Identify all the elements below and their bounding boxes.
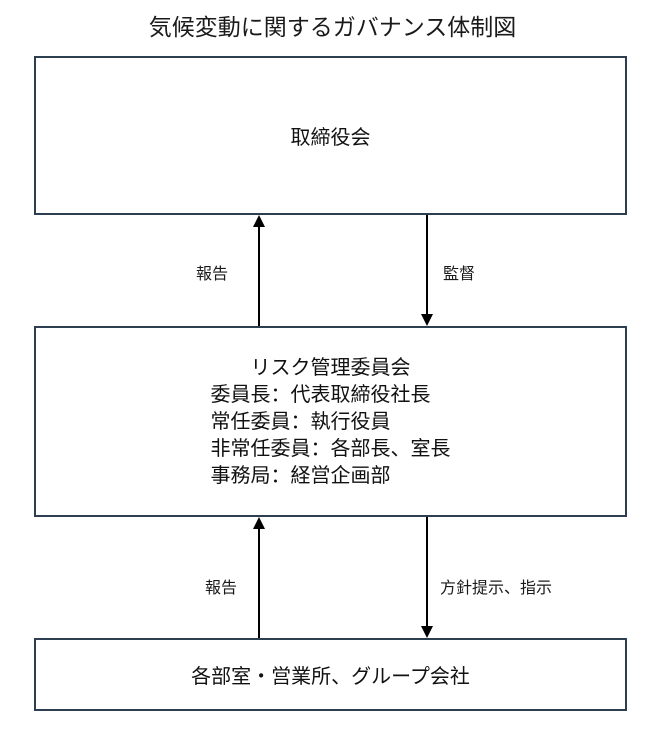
risk-committee-line: 常任委員：執行役員 — [210, 409, 391, 433]
board-of-directors-box: 取締役会 — [34, 56, 627, 215]
risk-committee-line: 委員長：代表取締役社長 — [210, 382, 431, 406]
policy-arrow-down — [426, 517, 428, 627]
arrowhead-up-icon — [253, 517, 265, 529]
board-label: 取締役会 — [290, 125, 371, 149]
departments-group-box: 各部室・営業所、グループ会社 — [34, 638, 627, 711]
arrowhead-down-icon — [421, 314, 433, 326]
risk-committee-line: 非常任委員：各部長、室長 — [210, 436, 451, 460]
diagram-title: 気候変動に関するガバナンス体制図 — [148, 15, 517, 41]
arrowhead-up-icon — [253, 215, 265, 227]
arrowhead-down-icon — [421, 626, 433, 638]
policy-instruction-label: 方針提示、指示 — [440, 578, 553, 597]
supervise-label: 監督 — [443, 264, 476, 283]
report-arrow-up-1 — [258, 226, 260, 326]
supervise-arrow-down — [426, 215, 428, 315]
report-label-1: 報告 — [196, 264, 229, 283]
risk-committee-box: リスク管理委員会 委員長：代表取締役社長 常任委員：執行役員 非常任委員：各部長… — [34, 326, 627, 517]
risk-committee-line: 事務局：経営企画部 — [210, 463, 391, 487]
departments-label: 各部室・営業所、グループ会社 — [191, 664, 470, 688]
report-arrow-up-2 — [258, 528, 260, 638]
risk-committee-heading: リスク管理委員会 — [250, 355, 411, 379]
report-label-2: 報告 — [205, 578, 238, 597]
